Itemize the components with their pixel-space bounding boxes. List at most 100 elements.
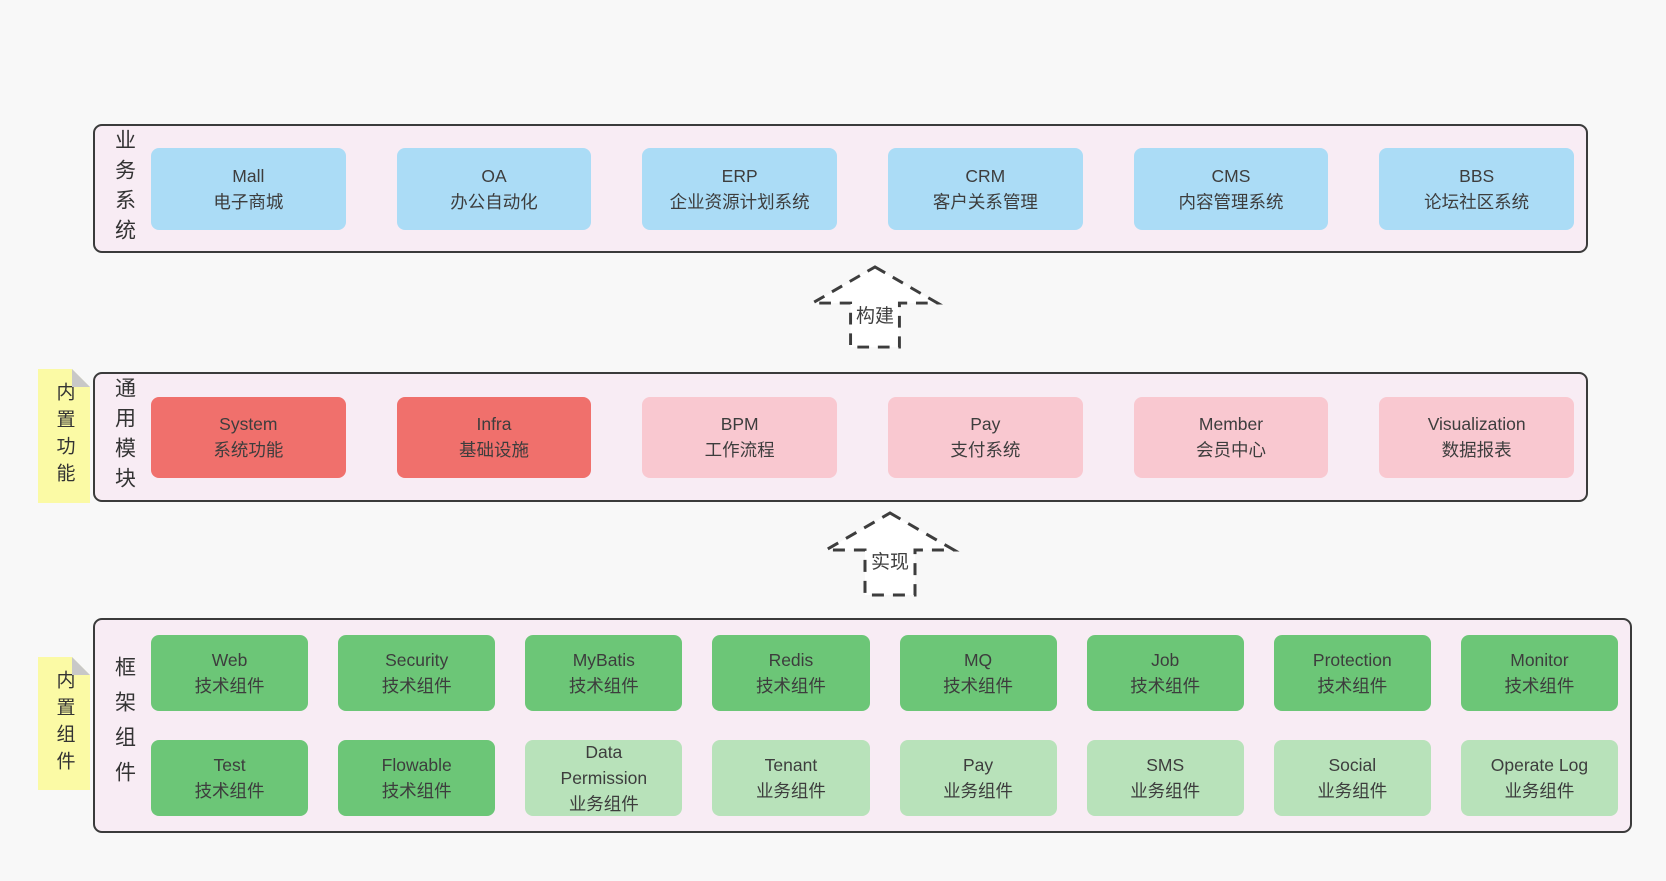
- box-monitor: Monitor 技术组件: [1460, 635, 1618, 711]
- note-fold-icon: [72, 657, 90, 675]
- box-name: Security: [385, 650, 449, 670]
- box-desc: 技术组件: [381, 676, 452, 696]
- band-modules-boxes: System 系统功能 Infra 基础设施 BPM 工作流程 Pay 支付系统 Member 会…: [151, 396, 1574, 478]
- box-name: SMS: [1146, 755, 1185, 775]
- box-desc: 业务组件: [943, 781, 1014, 801]
- box-operate-log: Operate Log 业务组件: [1460, 740, 1618, 816]
- box-pay: Pay 支付系统: [888, 396, 1083, 478]
- band-label-common-modules: 通用模块: [112, 377, 136, 497]
- box-desc: 会员中心: [1195, 440, 1266, 460]
- box-flowable: Flowable 技术组件: [338, 740, 496, 816]
- box-name: Operate Log: [1490, 755, 1589, 775]
- box-desc: 业务组件: [1317, 781, 1388, 801]
- box-desc: 技术组件: [1130, 676, 1201, 696]
- box-name: ERP: [721, 165, 758, 186]
- box-name: Test: [213, 755, 246, 775]
- box-name: OA: [481, 165, 507, 186]
- box-mall: Mall 电子商城: [151, 147, 346, 230]
- box-name: Visualization: [1427, 414, 1526, 434]
- box-desc: 技术组件: [943, 676, 1014, 696]
- box-name: Monitor: [1510, 650, 1569, 670]
- box-name: CMS: [1211, 165, 1251, 186]
- box-bbs: BBS 论坛社区系统: [1379, 147, 1574, 230]
- arrow-implement-label: 实现: [867, 546, 913, 575]
- box-desc: 技术组件: [381, 781, 452, 801]
- box-name: System: [219, 414, 278, 434]
- box-desc: 数据报表: [1441, 440, 1512, 460]
- box-protection: Protection 技术组件: [1273, 635, 1431, 711]
- box-desc: 企业资源计划系统: [669, 191, 810, 212]
- box-test: Test 技术组件: [151, 740, 309, 816]
- box-name: Flowable: [381, 755, 452, 775]
- box-desc: 技术组件: [194, 676, 265, 696]
- box-desc: 支付系统: [950, 440, 1021, 460]
- box-name: MQ: [963, 650, 993, 670]
- box-cms: CMS 内容管理系统: [1133, 147, 1329, 230]
- box-name: MyBatis: [572, 650, 635, 670]
- box-name: BBS: [1459, 165, 1495, 186]
- box-name: Mall: [232, 165, 265, 186]
- arrow-up-build: 构建: [805, 264, 945, 350]
- box-mybatis: MyBatis 技术组件: [525, 635, 683, 711]
- box-name: BPM: [720, 414, 759, 434]
- box-desc: 业务组件: [1504, 781, 1575, 801]
- box-name: Data Permission: [560, 742, 648, 788]
- box-desc: 技术组件: [1504, 676, 1575, 696]
- box-name: Tenant: [764, 755, 818, 775]
- box-desc: 内容管理系统: [1178, 191, 1284, 212]
- arrow-build-label: 构建: [852, 300, 898, 329]
- box-name: Redis: [768, 650, 814, 670]
- box-desc: 电子商城: [213, 191, 284, 212]
- box-visualization: Visualization 数据报表: [1379, 396, 1574, 478]
- box-tenant: Tenant 业务组件: [712, 740, 870, 816]
- box-desc: 技术组件: [755, 676, 826, 696]
- box-name: Job: [1151, 650, 1180, 670]
- box-bpm: BPM 工作流程: [642, 396, 837, 478]
- box-desc: 基础设施: [458, 440, 529, 460]
- box-member: Member 会员中心: [1133, 396, 1329, 478]
- band-common-modules: 通用模块 System 系统功能 Infra 基础设施 BPM 工作流程 Pay 支付系统 Me…: [93, 372, 1588, 502]
- box-mq: MQ 技术组件: [899, 635, 1057, 711]
- box-erp: ERP 企业资源计划系统: [642, 147, 837, 230]
- box-desc: 技术组件: [568, 676, 639, 696]
- box-infra: Infra 基础设施: [396, 396, 592, 478]
- box-redis: Redis 技术组件: [712, 635, 870, 711]
- box-name: Web: [211, 650, 248, 670]
- box-web: Web 技术组件: [151, 635, 309, 711]
- box-social: Social 业务组件: [1273, 740, 1431, 816]
- sticky-note-built-in-functions: 内置功能: [38, 369, 90, 503]
- box-name: Pay: [970, 414, 1001, 434]
- note-fold-icon: [72, 369, 90, 387]
- sticky-note-built-in-components-label: 内置组件: [53, 669, 75, 778]
- box-desc: 业务组件: [568, 794, 639, 814]
- sticky-note-built-in-components: 内置组件: [38, 657, 90, 790]
- box-name: Pay: [962, 755, 994, 775]
- box-desc: 业务组件: [1130, 781, 1201, 801]
- box-pay: Pay 业务组件: [899, 740, 1057, 816]
- box-data-permission: Data Permission 业务组件: [525, 740, 683, 816]
- box-oa: OA 办公自动化: [396, 147, 592, 230]
- box-desc: 技术组件: [194, 781, 265, 801]
- box-name: Infra: [476, 414, 512, 434]
- box-name: Social: [1328, 755, 1377, 775]
- box-desc: 论坛社区系统: [1424, 191, 1530, 212]
- box-sms: SMS 业务组件: [1086, 740, 1244, 816]
- box-desc: 工作流程: [704, 440, 775, 460]
- box-desc: 办公自动化: [450, 191, 538, 212]
- box-security: Security 技术组件: [338, 635, 496, 711]
- box-name: Protection: [1312, 650, 1392, 670]
- box-name: CRM: [965, 165, 1006, 186]
- sticky-note-built-in-functions-label: 内置功能: [53, 382, 75, 490]
- band-label-framework-components: 框架组件: [112, 655, 136, 796]
- box-desc: 技术组件: [1317, 676, 1388, 696]
- box-system: System 系统功能: [151, 396, 346, 478]
- band-label-business-systems: 业务系统: [112, 128, 136, 249]
- box-desc: 业务组件: [755, 781, 826, 801]
- box-desc: 系统功能: [213, 440, 284, 460]
- box-name: Member: [1198, 414, 1264, 434]
